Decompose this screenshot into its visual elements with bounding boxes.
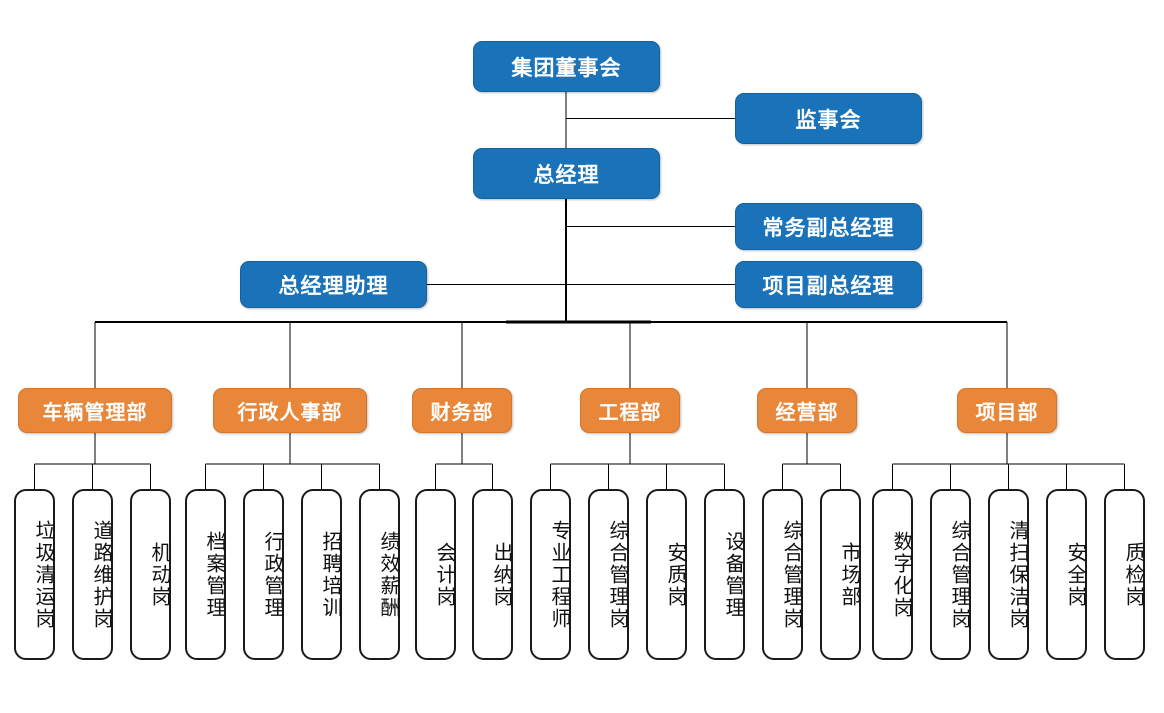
- post-node[interactable]: 综合管理岗: [930, 489, 971, 660]
- department-node-vehicle[interactable]: 车辆管理部: [18, 388, 172, 433]
- post-node[interactable]: 安全岗: [1046, 489, 1087, 660]
- post-node[interactable]: 质检岗: [1104, 489, 1145, 660]
- post-node[interactable]: 综合管理岗: [762, 489, 803, 660]
- post-node[interactable]: 档案管理: [185, 489, 226, 660]
- post-node[interactable]: 清扫保洁岗: [988, 489, 1029, 660]
- post-node[interactable]: 会计岗: [415, 489, 456, 660]
- post-node[interactable]: 招聘培训: [301, 489, 342, 660]
- post-node[interactable]: 行政管理: [243, 489, 284, 660]
- department-node-admin-hr[interactable]: 行政人事部: [213, 388, 367, 433]
- post-node[interactable]: 绩效薪酬: [359, 489, 400, 660]
- post-node[interactable]: 综合管理岗: [588, 489, 629, 660]
- post-node[interactable]: 设备管理: [704, 489, 745, 660]
- department-node-operations[interactable]: 经营部: [757, 388, 857, 433]
- exec-node-supervisory[interactable]: 监事会: [735, 93, 922, 144]
- exec-node-gm[interactable]: 总经理: [473, 148, 660, 199]
- department-node-finance[interactable]: 财务部: [412, 388, 512, 433]
- post-node[interactable]: 专业工程师: [530, 489, 571, 660]
- post-node[interactable]: 安质岗: [646, 489, 687, 660]
- post-node[interactable]: 数字化岗: [872, 489, 913, 660]
- post-node[interactable]: 市场部: [820, 489, 861, 660]
- department-node-project[interactable]: 项目部: [957, 388, 1057, 433]
- post-node[interactable]: 出纳岗: [472, 489, 513, 660]
- exec-node-proj-vgm[interactable]: 项目副总经理: [735, 261, 922, 308]
- exec-node-board[interactable]: 集团董事会: [473, 41, 660, 92]
- post-node[interactable]: 机动岗: [130, 489, 171, 660]
- department-node-engineering[interactable]: 工程部: [580, 388, 680, 433]
- exec-node-exec-vgm[interactable]: 常务副总经理: [735, 203, 922, 250]
- post-node[interactable]: 道路维护岗: [72, 489, 113, 660]
- exec-node-gm-assistant[interactable]: 总经理助理: [240, 261, 427, 308]
- post-node[interactable]: 垃圾清运岗: [14, 489, 55, 660]
